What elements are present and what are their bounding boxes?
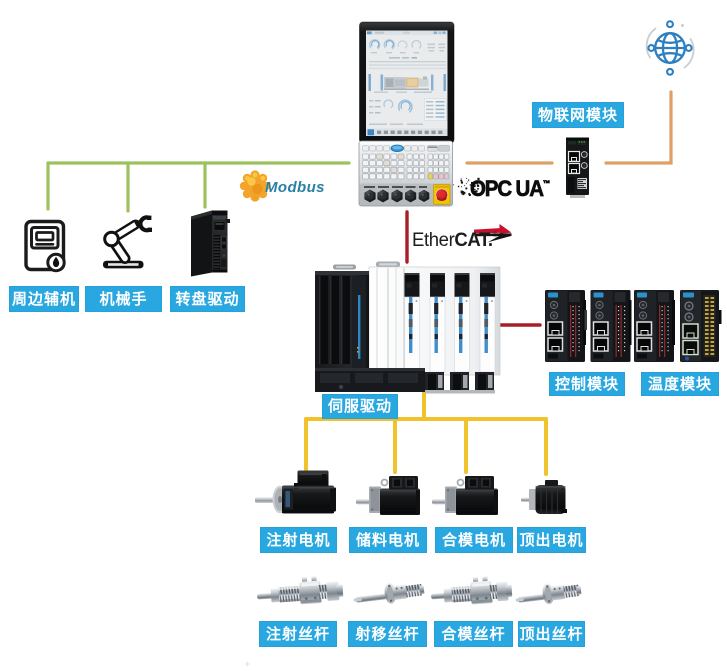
control-module-3: [634, 290, 675, 362]
opcua-logo: OPC UA™: [470, 176, 551, 202]
servo-drive-rack: [315, 261, 501, 394]
servo-module-bottoms: [425, 372, 495, 394]
hmi-emergency-stop: [433, 184, 451, 205]
ethercat-arrow-icon: [474, 224, 512, 243]
opcua-network-lines: [465, 90, 673, 165]
modbus-gear-icon: [239, 170, 271, 202]
label-peripheral: 周边辅机: [9, 286, 79, 312]
globe-network-icon: [645, 20, 695, 76]
watermark-artifact: [245, 661, 250, 667]
label-screw-injection: 注射丝杆: [259, 621, 337, 647]
opcua-tm-mark: ™: [542, 179, 551, 189]
hmi-screen: [366, 30, 448, 136]
motor-clamping: [432, 476, 498, 515]
label-turntable-drive: 转盘驱动: [170, 286, 245, 312]
hmi-machine-diagram: [368, 74, 446, 93]
modbus-logo: Modbus: [265, 179, 325, 196]
screw-injection: [257, 576, 344, 605]
motor-network-lines: [304, 387, 548, 476]
io-modules: [545, 290, 722, 362]
label-temperature-module: 温度模块: [641, 372, 719, 396]
motor-injection: [255, 470, 336, 514]
ethercat-logo-regular: Ether: [412, 229, 455, 251]
label-iot-module: 物联网模块: [532, 102, 624, 128]
screw-carriage: [353, 582, 425, 604]
motor-storage: [356, 476, 420, 515]
hmi-knobs: [364, 189, 430, 203]
servo-axis-modules: [404, 273, 496, 373]
label-screw-ejection: 顶出丝杆: [518, 621, 585, 647]
hmi-controller: [358, 21, 455, 207]
motor-ejection: [521, 480, 567, 514]
modbus-network-lines: [46, 161, 351, 213]
label-motor-injection: 注射电机: [260, 527, 337, 553]
ethercat-logo: EtherCAT.®: [412, 229, 498, 252]
temperature-module: [680, 290, 722, 362]
label-screw-clamping: 合模丝杆: [434, 621, 513, 647]
label-control-module: 控制模块: [549, 372, 625, 396]
control-module-1: [545, 290, 587, 362]
iot-gateway-device: [566, 137, 589, 198]
peripheral-device-icon: [24, 219, 66, 273]
label-servo-drive: 伺服驱动: [322, 394, 398, 419]
opcua-logo-text: OPC UA: [470, 176, 545, 202]
screw-clamping: [431, 576, 513, 605]
opcua-dissolve-icon: [453, 177, 480, 196]
robot-arm-icon: [103, 215, 152, 269]
screw-ejection: [515, 583, 582, 605]
control-module-2: [590, 290, 632, 362]
label-screw-carriage: 射移丝杆: [348, 621, 427, 647]
ethercat-logo-bold: CAT.: [454, 229, 493, 251]
label-motor-storage: 储料电机: [349, 527, 427, 553]
label-motor-ejection: 顶出电机: [517, 527, 586, 553]
turntable-drive-device: [191, 210, 230, 277]
label-motor-clamping: 合模电机: [435, 527, 513, 553]
label-robot-arm: 机械手: [85, 286, 162, 312]
hmi-keyboard: [358, 140, 453, 207]
ethercat-reg-mark: ®: [492, 232, 498, 239]
